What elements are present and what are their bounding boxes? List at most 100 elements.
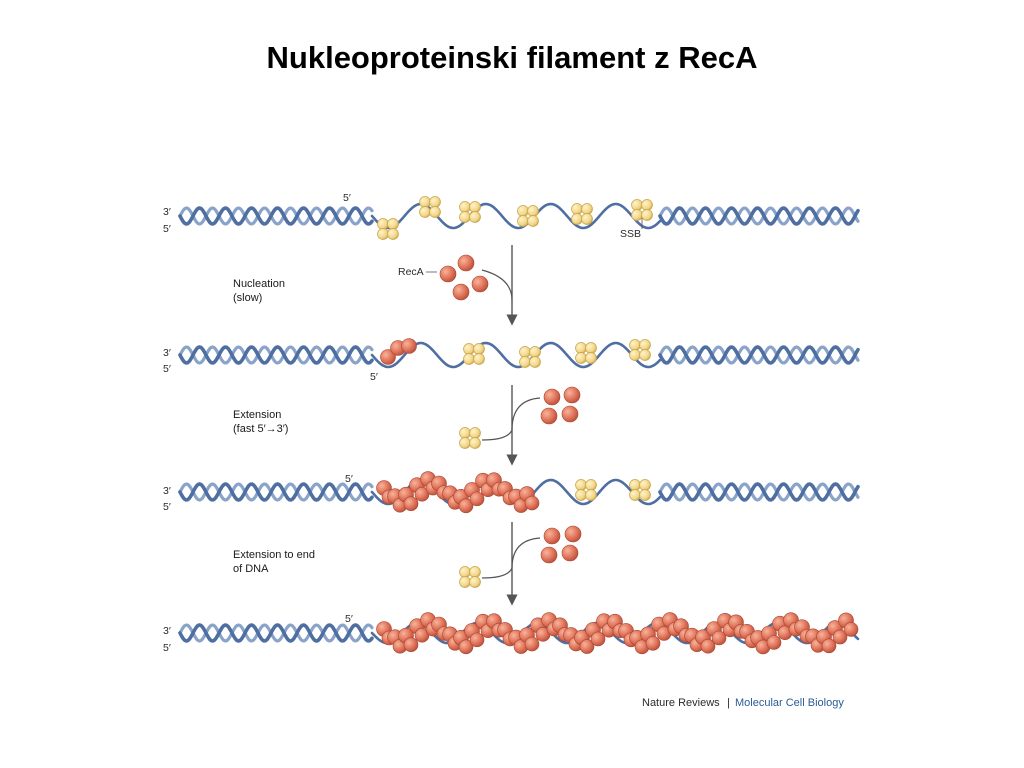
ssb-tetramer: [571, 203, 593, 225]
reca-monomer: [561, 405, 579, 423]
row1-ss-5prime-label: 5′: [343, 192, 351, 204]
reca-monomer: [543, 527, 561, 545]
row4-3prime-label: 3′: [163, 625, 171, 637]
dna-strand: [658, 345, 860, 365]
ssb-subunit: [377, 228, 389, 240]
reca-monomer: [832, 629, 848, 645]
ssb-subunit: [419, 196, 431, 208]
reca-monomer: [561, 544, 579, 562]
ssb-subunit: [463, 353, 475, 365]
ssb-subunit: [469, 566, 481, 578]
reca-monomer: [452, 283, 470, 301]
dna-strand: [178, 206, 374, 226]
dna-strand: [370, 202, 662, 230]
ssb-subunit: [469, 437, 481, 449]
row2-ss-5prime-label: 5′: [370, 371, 378, 383]
credit-journal: Nature Reviews: [642, 697, 720, 709]
ssb-subunit: [463, 343, 475, 355]
step1-line1: Nucleation: [233, 278, 285, 290]
ssb-subunit: [585, 352, 597, 364]
ssb-subunit: [581, 213, 593, 225]
ssb-tetramer: [459, 201, 481, 223]
ssb-tetramer: [631, 199, 653, 221]
ssb-subunit: [639, 349, 651, 361]
dna-strand: [178, 482, 374, 502]
ssb-subunit: [459, 437, 471, 449]
step2-curve: [481, 397, 541, 441]
dna-strand: [658, 345, 860, 365]
ssb-subunit: [419, 206, 431, 218]
reca-monomer: [403, 496, 419, 511]
row-full-filament: [178, 612, 860, 655]
credit-separator: |: [727, 697, 730, 709]
ssb-subunit: [575, 352, 587, 364]
dna-strand: [658, 482, 860, 502]
ssb-subunit: [469, 427, 481, 439]
reca-monomer: [458, 498, 474, 514]
dna-strand: [178, 623, 374, 643]
ssb-tetramer: [459, 427, 481, 449]
ssb-subunit: [629, 349, 641, 361]
ssb-subunit: [639, 489, 651, 501]
dna-strand: [658, 482, 860, 502]
reca-label: RecA: [398, 266, 424, 278]
step3-line2: of DNA: [233, 563, 269, 575]
reca-monomer: [563, 386, 581, 404]
ssb-tetramer: [629, 339, 651, 361]
reca-monomer: [414, 486, 430, 502]
dna-strand: [178, 623, 374, 643]
reca-monomer: [821, 638, 837, 654]
step2-line1: Extension: [233, 409, 281, 421]
ssb-subunit: [571, 203, 583, 215]
dna-strand: [658, 206, 860, 226]
ssb-subunit: [429, 206, 441, 218]
reca-monomer: [524, 495, 540, 511]
ssb-tetramer: [419, 196, 441, 218]
ssb-tetramer: [575, 342, 597, 364]
reca-monomer: [457, 254, 475, 272]
reca-monomer: [579, 639, 595, 654]
reca-monomer: [469, 632, 485, 648]
ssb-tetramer: [575, 479, 597, 501]
ssb-subunit: [527, 215, 539, 227]
row2-5prime-label: 5′: [163, 363, 171, 375]
row2-3prime-label: 3′: [163, 347, 171, 359]
reca-monomer: [439, 265, 457, 283]
ssb-subunit: [459, 576, 471, 588]
ssb-subunit: [631, 209, 643, 221]
ssb-subunit: [469, 211, 481, 223]
reca-monomer: [469, 491, 485, 507]
credit-subtitle: Molecular Cell Biology: [735, 697, 844, 709]
free-proteins: [439, 254, 582, 588]
row4-5prime-label: 5′: [163, 642, 171, 654]
dna-strand: [178, 206, 374, 226]
dna-strand: [370, 341, 662, 369]
reca-monomer: [380, 349, 396, 365]
reca-monomer: [590, 631, 606, 647]
ssb-subunit: [459, 566, 471, 578]
reca-monomer: [401, 338, 417, 354]
reca-monomer: [524, 636, 540, 652]
ssb-subunit: [585, 342, 597, 354]
ssb-subunit: [387, 228, 399, 240]
ssb-tetramer: [519, 346, 541, 368]
dna-strand: [178, 482, 374, 502]
ssb-subunit: [527, 205, 539, 217]
ssb-tetramer: [517, 205, 539, 227]
ssb-subunit: [629, 489, 641, 501]
step2-line2: (fast 5′→3′): [233, 423, 288, 435]
reca-monomer: [540, 407, 558, 425]
ssb-label: SSB: [620, 228, 641, 240]
step-arrows: [481, 245, 541, 606]
reca-monomer: [700, 638, 716, 654]
reca-monomer: [711, 630, 727, 646]
ssb-subunit: [529, 346, 541, 358]
ssb-subunit: [629, 339, 641, 351]
ssb-subunit: [639, 479, 651, 491]
ssb-subunit: [581, 203, 593, 215]
ssb-subunit: [469, 201, 481, 213]
reca-monomer: [843, 622, 859, 637]
ssb-subunit: [575, 479, 587, 491]
ssb-subunit: [575, 342, 587, 354]
